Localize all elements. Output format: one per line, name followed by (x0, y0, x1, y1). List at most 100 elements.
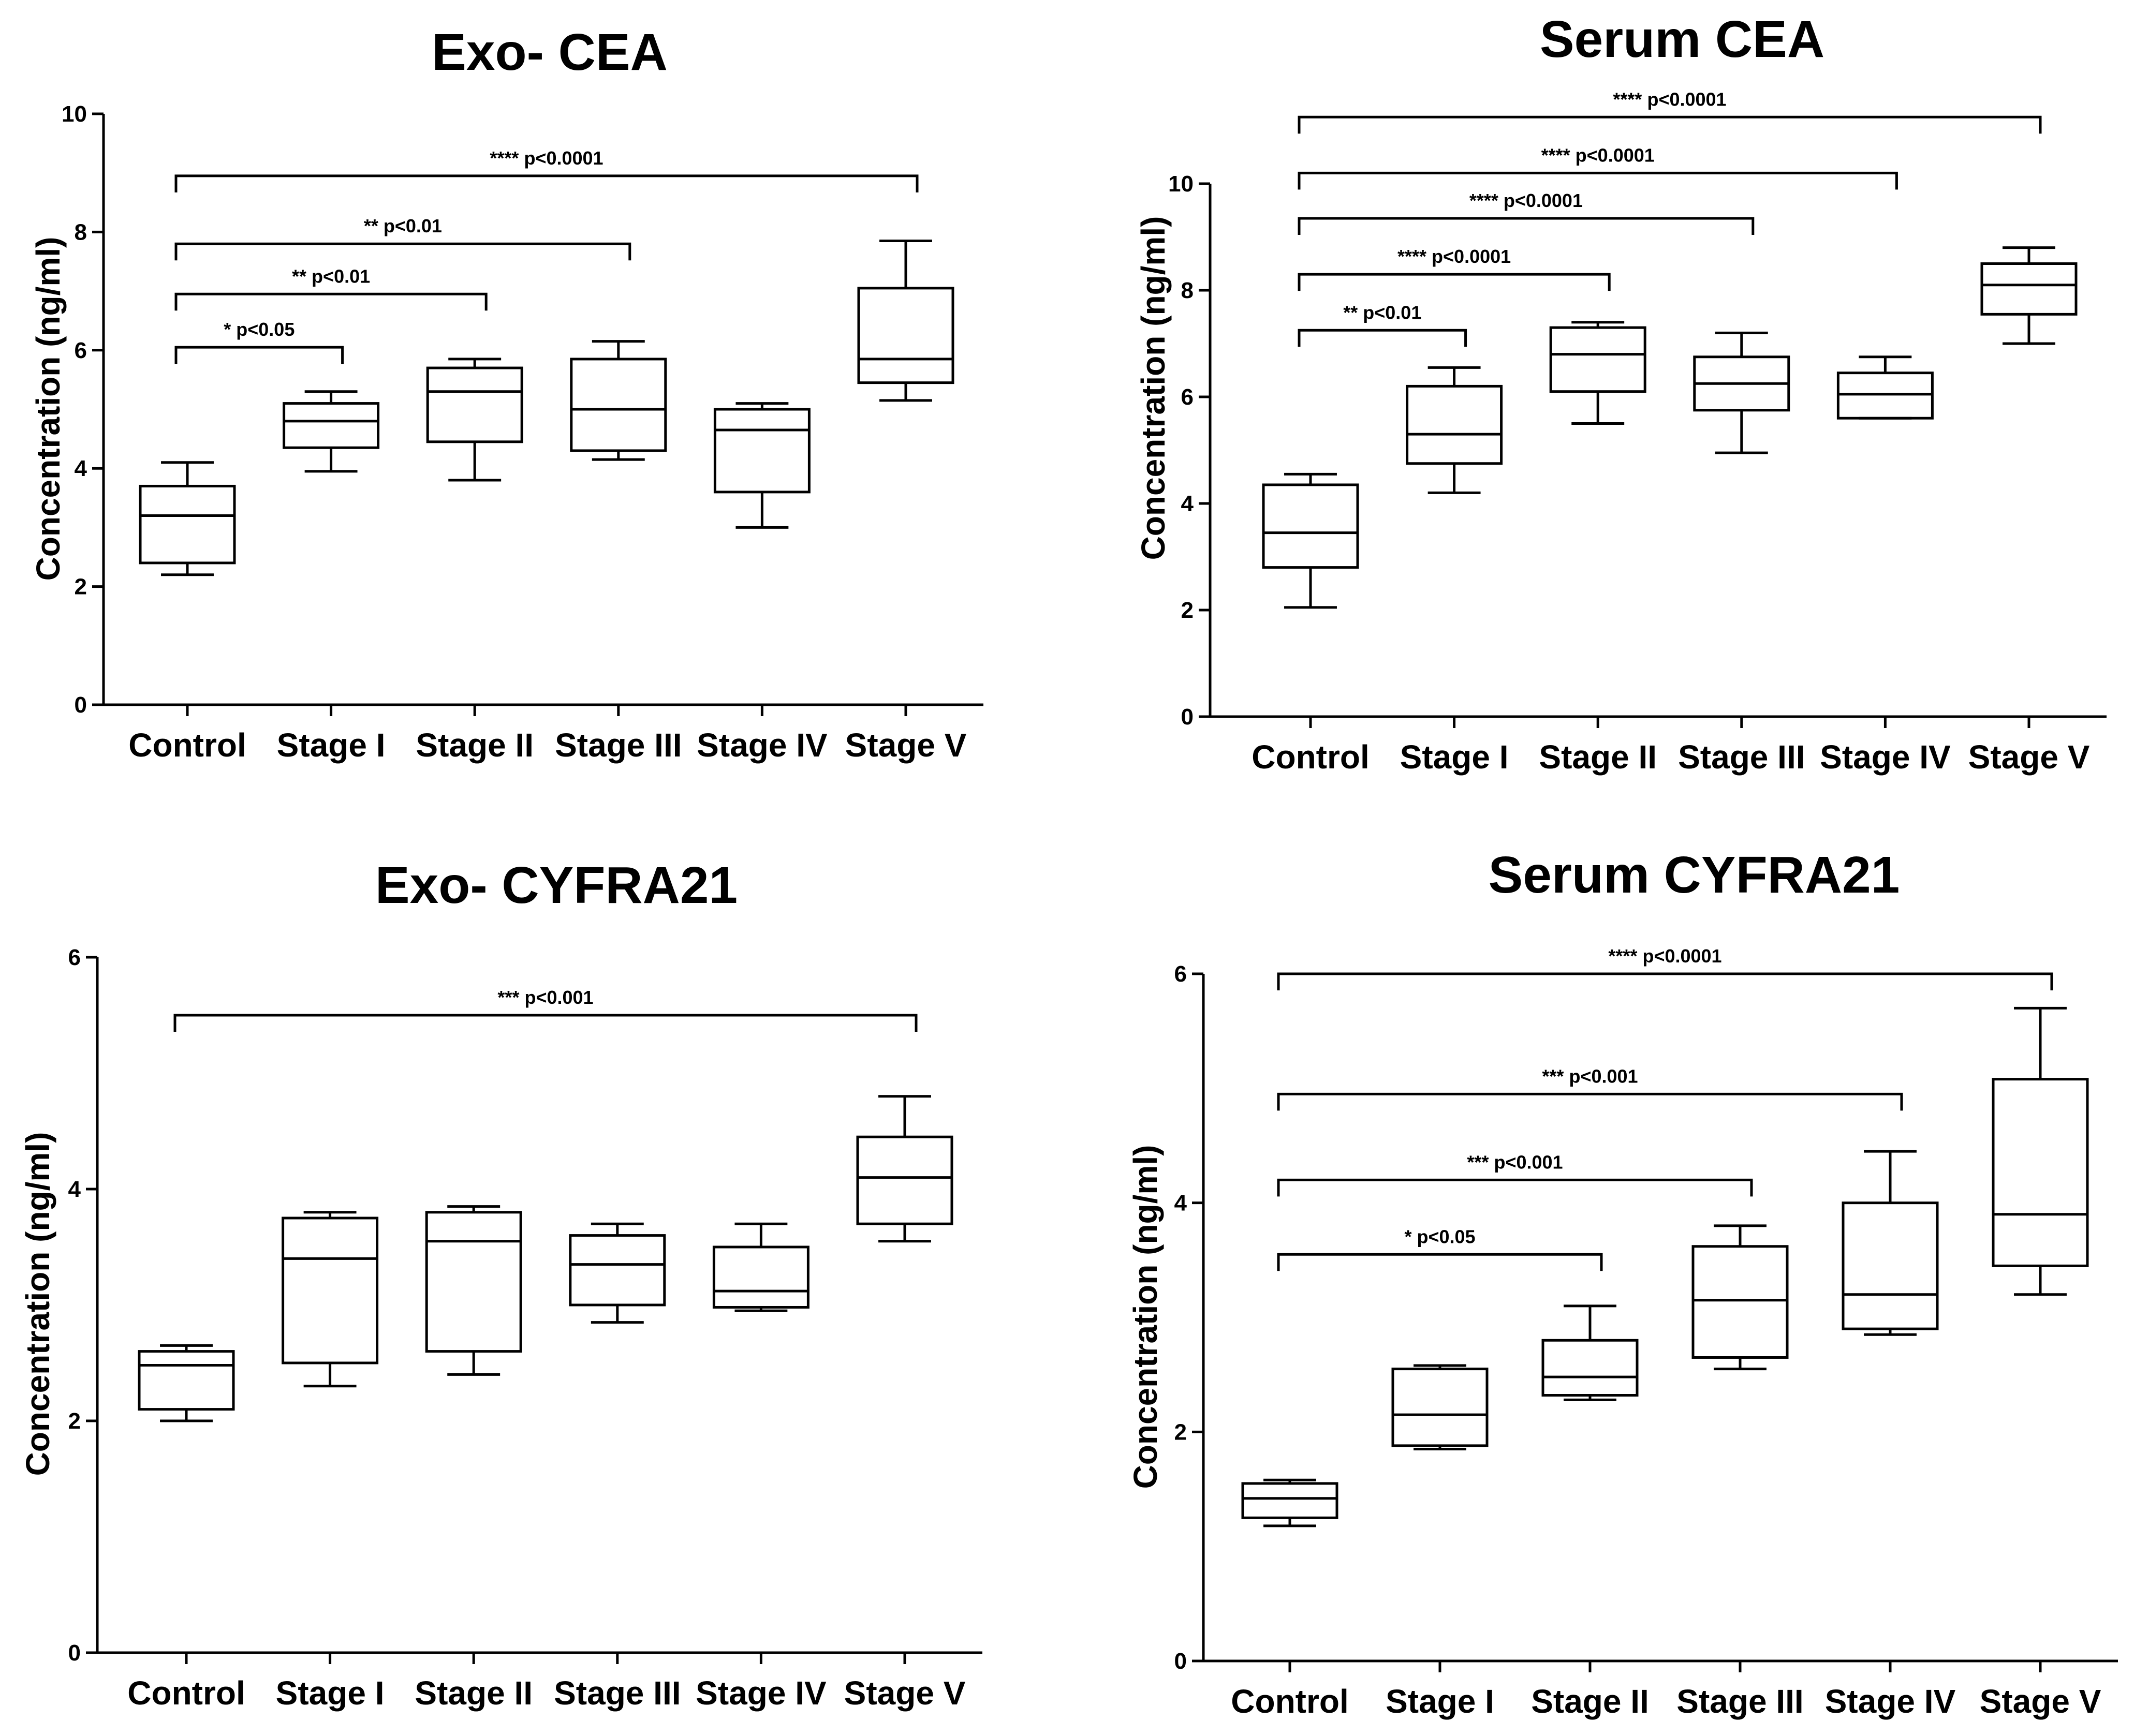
chart-title: Serum CEA (1540, 10, 1824, 68)
y-tick-label: 8 (1181, 278, 1194, 303)
y-tick-label: 10 (1168, 171, 1194, 197)
box-stage-i (283, 390, 380, 473)
box-iqr (1549, 326, 1646, 393)
y-tick-label: 2 (75, 574, 87, 600)
box-iqr (138, 1350, 235, 1411)
chart-title: Serum CYFRA21 (1489, 846, 1900, 904)
box-stage-iv (713, 402, 811, 529)
box-control (139, 461, 236, 576)
x-tick-label: Stage I (1386, 1683, 1494, 1720)
box-iqr (1691, 1245, 1789, 1359)
y-tick-label: 2 (1174, 1419, 1187, 1445)
y-tick-label: 10 (62, 101, 87, 127)
significance-label: ** p<0.01 (292, 265, 370, 287)
box-iqr (1541, 1339, 1639, 1397)
box-stage-ii (1541, 1304, 1639, 1401)
box-iqr (856, 1135, 953, 1225)
x-tick-label: Control (128, 726, 246, 764)
significance-label: **** p<0.0001 (1469, 190, 1583, 211)
y-tick-label: 4 (75, 456, 87, 481)
significance-bracket: **** p<0.0001 (1277, 945, 2053, 990)
box-iqr (569, 1234, 666, 1307)
bracket-line (174, 292, 488, 311)
y-tick-label: 0 (1174, 1649, 1187, 1674)
y-tick-label: 6 (1174, 961, 1187, 987)
y-tick-label: 2 (1181, 598, 1194, 623)
significance-label: ** p<0.01 (364, 215, 442, 236)
y-tick-label: 0 (1181, 704, 1194, 730)
box-iqr (139, 484, 236, 565)
x-tick-label: Stage II (416, 726, 534, 764)
box-iqr (1842, 1201, 1939, 1330)
box-stage-v (1980, 246, 2078, 345)
y-axis-label: Concentration (ng/ml) (30, 237, 67, 581)
box-iqr (857, 287, 954, 384)
bracket-line (1277, 972, 2053, 990)
box-iqr (1980, 262, 2078, 316)
y-tick-label: 8 (75, 219, 87, 245)
y-tick-label: 2 (68, 1408, 81, 1434)
x-tick-label: Stage II (415, 1674, 533, 1712)
y-tick-label: 4 (68, 1177, 81, 1202)
significance-label: * p<0.05 (1404, 1226, 1475, 1247)
significance-bracket: * p<0.05 (174, 319, 344, 364)
box-iqr (712, 1245, 809, 1309)
bracket-line (1298, 171, 1898, 190)
x-tick-label: Stage II (1531, 1683, 1649, 1720)
y-axis-label: Concentration (ng/ml) (1135, 216, 1172, 560)
y-tick-label: 0 (75, 692, 87, 718)
bracket-line (1298, 273, 1611, 291)
significance-label: *** p<0.001 (497, 987, 593, 1008)
bracket-line (1298, 217, 1755, 235)
significance-bracket: *** p<0.001 (1277, 1065, 1903, 1111)
box-stage-iii (1693, 331, 1790, 454)
bracket-line (1277, 1253, 1603, 1271)
x-tick-label: Stage III (554, 1674, 681, 1712)
box-iqr (283, 402, 380, 449)
x-tick-label: Stage V (844, 1674, 966, 1712)
x-tick-label: Stage III (555, 726, 682, 764)
box-iqr (1391, 1368, 1489, 1447)
y-tick-label: 4 (1181, 491, 1194, 516)
box-stage-ii (426, 358, 523, 482)
x-tick-label: Stage V (1980, 1683, 2101, 1720)
box-iqr (1992, 1078, 2089, 1267)
significance-bracket: *** p<0.001 (1277, 1151, 1753, 1197)
box-iqr (1406, 384, 1503, 465)
box-control (1262, 472, 1359, 609)
significance-label: *** p<0.001 (1467, 1151, 1563, 1173)
y-tick-label: 6 (75, 338, 87, 363)
bracket-line (174, 346, 344, 364)
significance-bracket: **** p<0.0001 (1298, 144, 1898, 190)
bracket-line (174, 242, 631, 261)
box-iqr (1241, 1482, 1338, 1519)
box-stage-v (1992, 1006, 2089, 1296)
x-tick-label: Stage IV (1820, 738, 1951, 776)
significance-bracket: ** p<0.01 (174, 215, 631, 261)
y-axis-label: Concentration (ng/ml) (1127, 1145, 1164, 1489)
significance-bracket: ** p<0.01 (174, 265, 488, 311)
bracket-line (1277, 1178, 1753, 1197)
y-tick-label: 6 (68, 945, 81, 970)
y-tick-label: 0 (68, 1640, 81, 1666)
significance-bracket: **** p<0.0001 (1298, 88, 2042, 134)
significance-bracket: **** p<0.0001 (1298, 190, 1755, 235)
significance-label: **** p<0.0001 (1397, 246, 1511, 267)
bracket-line (1298, 329, 1467, 347)
box-iqr (426, 366, 523, 443)
box-iqr (1262, 483, 1359, 569)
x-tick-label: Stage I (1400, 738, 1509, 776)
box-stage-iv (1842, 1150, 1939, 1336)
bracket-line (1298, 115, 2042, 134)
significance-label: **** p<0.0001 (490, 147, 603, 169)
x-tick-label: Stage I (276, 1674, 385, 1712)
box-iqr (425, 1211, 522, 1353)
x-tick-label: Control (1252, 738, 1370, 776)
y-tick-label: 4 (1174, 1191, 1187, 1216)
significance-label: **** p<0.0001 (1613, 88, 1726, 110)
x-tick-label: Stage V (845, 726, 967, 764)
